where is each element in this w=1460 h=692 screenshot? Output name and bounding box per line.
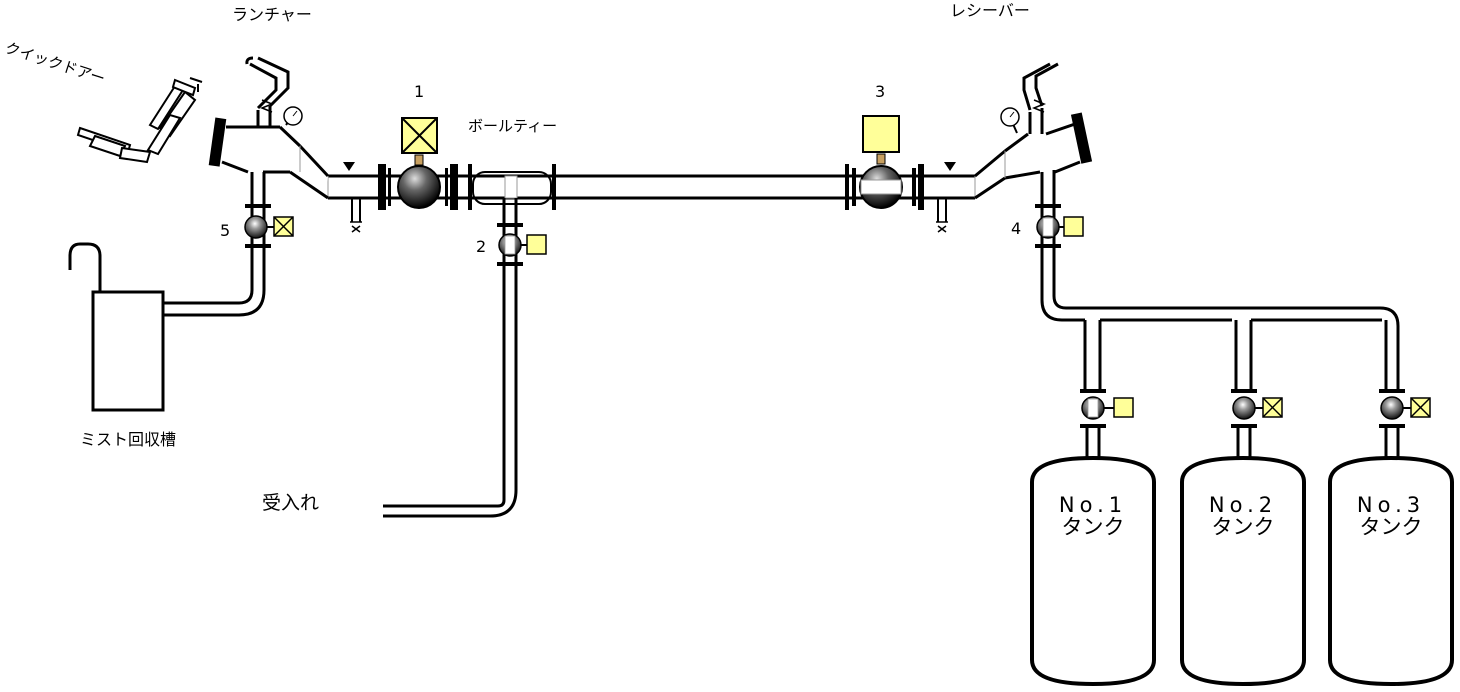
intake-pipe bbox=[383, 198, 518, 518]
receiver-barrel bbox=[974, 62, 1093, 200]
actuator-icon bbox=[1063, 216, 1084, 237]
receiver-label: レシーバー bbox=[950, 1, 1030, 20]
quick-door-icon bbox=[76, 77, 203, 164]
ball-tee-label: ボールティー bbox=[468, 117, 557, 135]
valve-3[interactable] bbox=[859, 115, 903, 209]
valve-4-number: 4 bbox=[1011, 219, 1021, 238]
valve-4[interactable] bbox=[1035, 204, 1084, 248]
valve-1[interactable] bbox=[397, 117, 441, 209]
actuator-icon bbox=[526, 234, 547, 255]
tank-2-valve[interactable] bbox=[1231, 389, 1283, 428]
mist-tank-label: ミスト回収槽 bbox=[80, 430, 176, 449]
tank-3 bbox=[1328, 455, 1454, 687]
level-markers bbox=[343, 162, 956, 233]
valve-1-number: 1 bbox=[414, 82, 424, 101]
tank-inlets bbox=[1085, 428, 1400, 458]
actuator-icon bbox=[862, 115, 900, 153]
receiver-header bbox=[1040, 200, 1400, 392]
ball-tee bbox=[472, 171, 552, 205]
mist-tank bbox=[68, 242, 165, 412]
tank-3-valve[interactable] bbox=[1379, 389, 1431, 428]
valve-5[interactable] bbox=[244, 204, 294, 248]
tank-1 bbox=[1030, 455, 1156, 687]
launcher-label: ランチャー bbox=[232, 5, 312, 24]
valve-3-number: 3 bbox=[875, 82, 885, 101]
tank-3-number: No.3 bbox=[1357, 493, 1425, 517]
actuator-icon bbox=[1113, 397, 1134, 418]
tank-1-valve[interactable] bbox=[1080, 389, 1134, 428]
quick-door-label: クイックドアー bbox=[3, 39, 108, 88]
intake-label: 受入れ bbox=[262, 492, 319, 514]
tank-3-name: タンク bbox=[1360, 515, 1423, 539]
valve-2-number: 2 bbox=[476, 237, 486, 256]
tank-2-number: No.2 bbox=[1209, 493, 1277, 517]
tank-1-name: タンク bbox=[1062, 515, 1125, 539]
launcher-barrel bbox=[208, 56, 330, 202]
tank-2-name: タンク bbox=[1212, 515, 1275, 539]
valve-2[interactable] bbox=[497, 223, 547, 266]
tank-2 bbox=[1180, 455, 1306, 687]
tank-1-number: No.1 bbox=[1059, 493, 1127, 517]
flanges bbox=[378, 164, 924, 210]
valve-5-number: 5 bbox=[220, 221, 230, 240]
